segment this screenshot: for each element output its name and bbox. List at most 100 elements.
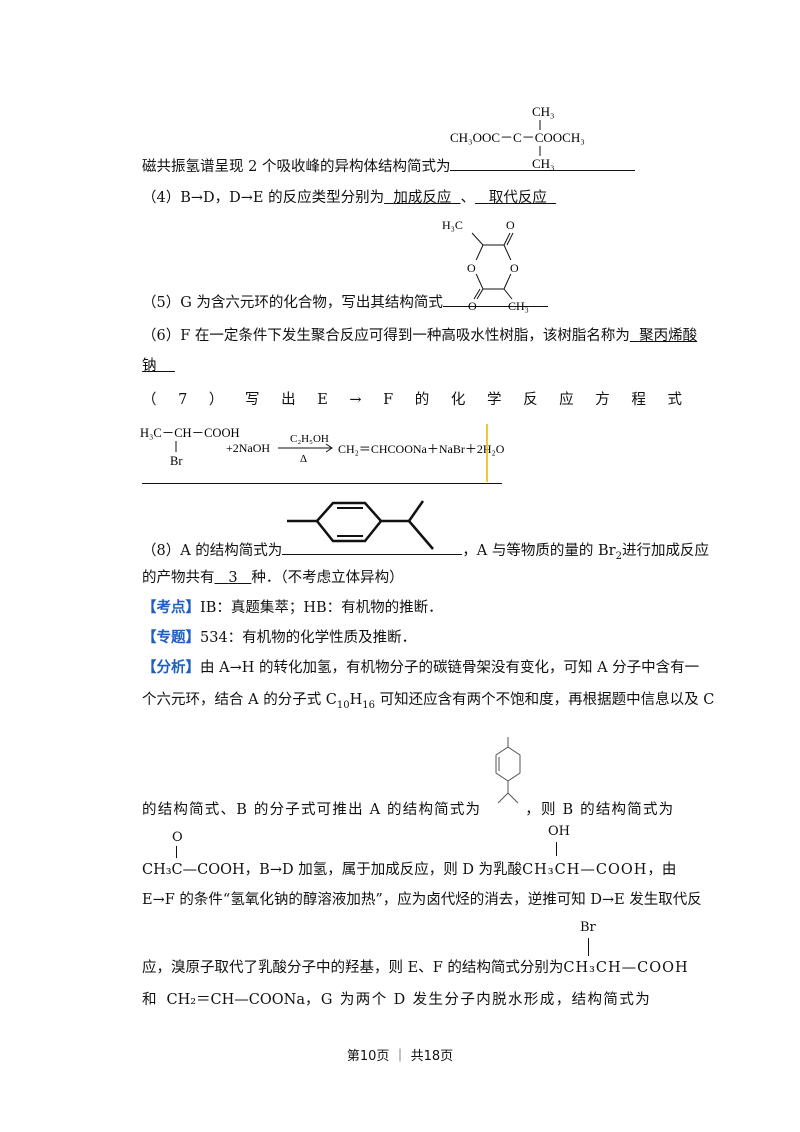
q7-cond-bottom: Δ (300, 453, 307, 465)
q5-structure: H₃C O O O O CH₃ (442, 218, 529, 313)
fenxi-l2s2: 16 (362, 699, 376, 711)
q7-char: 应 (559, 392, 574, 408)
fenxi-l2s1: 10 (336, 699, 350, 711)
q5-o3: O (510, 261, 519, 275)
fenxi-l2a: 个六元环，结合 A 的分子式 C (142, 692, 337, 708)
lactic-struct: CH₃CH—COOH (522, 862, 648, 878)
q4-answer1: 加成反应 (393, 190, 452, 206)
q3-answer-blank (450, 156, 636, 171)
q7-char: 7 (178, 392, 188, 408)
fenxi-l2c: 可知还应含有两个不饱和度，再根据题中信息以及 C (375, 692, 715, 708)
q7-answer-underline (142, 483, 502, 484)
q7-char: 出 (281, 392, 296, 408)
q7-char: （ (142, 392, 157, 408)
fenxi-line1: 【分析】由 A→H 的转化加氢，有机物分子的碳链骨架没有变化，可知 A 分子中含… (142, 658, 699, 678)
q5-h3c: H₃C (442, 218, 463, 232)
page-footer: 第10页 ｜ 共18页 (346, 1049, 454, 1064)
q7-br: Br (170, 454, 183, 468)
q7-char: 方 (595, 392, 610, 408)
q6-text: （6）F 在一定条件下发生聚合反应可得到一种高吸水性树脂，该树脂名称为 (142, 328, 630, 344)
q7-cond-top: C₂H₅OH (290, 433, 329, 445)
q7-reactant: H₃C－CH－COOH (140, 426, 240, 440)
fenxi-line4: CH₃C—COOH，B→D 加氢，属于加成反应，则 D 为乳酸CH₃CH—COO… (142, 860, 676, 880)
q8-sub: 2 (615, 550, 622, 562)
q8-suffix: 进行加成反应 (621, 543, 709, 559)
q7-char: 式 (667, 392, 682, 408)
q5-line: （5）G 为含六元环的化合物，写出其结构简式 (142, 292, 548, 313)
q3-structure: CH₃ CH₃OOC－C－COOCH₃ CH₃ (450, 104, 585, 170)
fenxi-line5: E→F 的条件“氢氧化钠的醇溶液加热”，应为卤代烃的消去，逆推可知 D→E 发生… (142, 890, 702, 910)
fenxi-l5: E→F 的条件“氢氧化钠的醇溶液加热”，应为卤代烃的消去，逆推可知 D→E 发生… (142, 892, 702, 908)
fenxi-line7: 和 CH₂＝CH—COONa，G 为两个 D 发生分子内脱水形成，结构简式为 (142, 990, 651, 1010)
e-struct: CH₃CH—COOH (563, 960, 689, 976)
fenxi-l7a: 和 (142, 992, 157, 1008)
zhuanti-label: 【专题】 (142, 629, 200, 646)
q8-line: （8）A 的结构简式为 ，A 与等物质的量的 Br2进行加成反应 (142, 540, 709, 567)
pyruvic-bond (176, 846, 177, 858)
q4-sep: 、 (460, 190, 476, 206)
q6-line: （6）F 在一定条件下发生聚合反应可得到一种高吸水性树脂，该树脂名称为 聚丙烯酸 (142, 326, 697, 346)
q6-line2: 钠 (142, 356, 175, 376)
zhuanti-text: 534：有机物的化学性质及推断． (200, 630, 417, 646)
q8-mid: ，A 与等物质的量的 Br (462, 543, 616, 559)
fenxi-label: 【分析】 (142, 659, 200, 676)
q8-answer: 3 (228, 570, 238, 586)
q3-line: 磁共振氢谱呈现 2 个吸收峰的异构体结构简式为 (142, 156, 636, 177)
q3-struct-top: CH₃ (532, 104, 555, 119)
lactic-bond (556, 842, 557, 856)
fenxi-line6: 应，溴原子取代了乳酸分子中的羟基，则 E、F 的结构简式分别为CH₃CH—COO… (142, 958, 689, 978)
fenxi-l4a: ，B→D 加氢，属于加成反应，则 D 为乳酸 (244, 862, 523, 878)
fenxi-l2b: H (349, 692, 363, 708)
e-br: Br (580, 920, 596, 935)
fenxi-l3b: ，则 B 的结构简式为 (525, 802, 675, 818)
q7-char: 写 (245, 392, 260, 408)
q5-answer-blank (442, 292, 548, 307)
q7-char: 反 (523, 392, 538, 408)
fenxi-l7b: ，G 为两个 D 发生分子内脱水形成，结构简式为 (305, 992, 652, 1008)
fenxi-l6a: 应，溴原子取代了乳酸分子中的羟基，则 E、F 的结构简式分别为 (142, 960, 564, 976)
kaodian-text: IB：真题集萃；HB：有机物的推断． (200, 600, 443, 616)
q7-char: 程 (631, 392, 646, 408)
q7-char: 的 (414, 392, 430, 408)
q5-o2: O (467, 261, 476, 275)
q7-line: （ 7 ） 写 出 E → F 的 化 学 反 应 方 程 式 (142, 390, 682, 410)
q7-char: E (317, 392, 328, 408)
fenxi-l3a: 的结构简式、B 的分子式可推出 A 的结构简式为 (142, 802, 482, 818)
q3-text: 磁共振氢谱呈现 2 个吸收峰的异构体结构简式为 (142, 159, 451, 175)
q4-line: （4）B→D，D→E 的反应类型分别为 加成反应 、 取代反应 (142, 188, 556, 208)
pyruvic-struct: CH₃C—COOH (142, 862, 245, 878)
q8-line2: 的产物共有 3 种．（不考虑立体异构） (142, 568, 404, 588)
q8-line2a: 的产物共有 (142, 570, 215, 586)
q8-prefix: （8）A 的结构简式为 (142, 543, 283, 559)
pyruvic-o: O (172, 830, 183, 845)
fenxi-line2: 个六元环，结合 A 的分子式 C10H16 可知还应含有两个不饱和度，再根据题中… (142, 690, 714, 716)
q6-answer-b: 钠 (142, 358, 157, 374)
q5-text: （5）G 为含六元环的化合物，写出其结构简式 (142, 295, 443, 311)
lactic-oh: OH (548, 824, 570, 839)
q3-struct-mid: CH₃OOC－C－COOCH₃ (450, 130, 585, 145)
kaodian-label: 【考点】 (142, 599, 200, 616)
q7-char: 学 (486, 392, 502, 408)
fenxi-a-structure (495, 737, 521, 804)
q7-char: F (383, 392, 394, 408)
q3-struct-bottom: CH₃ (532, 156, 555, 170)
q7-char: ） (208, 392, 224, 408)
q7-naoh: +2NaOH (226, 441, 270, 455)
q7-char: 化 (450, 392, 466, 408)
q8-line2b: 种．（不考虑立体异构） (251, 570, 404, 586)
q7-product: CH₂＝CHCOONa＋NaBr＋2H₂O (338, 442, 505, 456)
kaodian-line: 【考点】IB：真题集萃；HB：有机物的推断． (142, 598, 443, 618)
q4-answer2: 取代反应 (488, 190, 547, 206)
q8-structure (287, 500, 434, 550)
zhuanti-line: 【专题】534：有机物的化学性质及推断． (142, 628, 416, 648)
q5-o1: O (506, 218, 515, 232)
q6-answer-a: 聚丙烯酸 (639, 328, 698, 344)
q4-prefix: （4）B→D，D→E 的反应类型分别为 (142, 190, 385, 206)
e-bond (588, 938, 589, 956)
fenxi-l1: 由 A→H 的转化加氢，有机物分子的碳链骨架没有变化，可知 A 分子中含有一 (200, 660, 700, 676)
q7-char: → (349, 392, 362, 408)
f-struct: CH₂＝CH—COONa (166, 992, 306, 1008)
fenxi-line3: 的结构简式、B 的分子式可推出 A 的结构简式为 ，则 B 的结构简式为 (142, 800, 674, 820)
q8-answer-blank (282, 540, 463, 555)
q7-equation: H₃C－CH－COOH Br +2NaOH C₂H₅OH Δ CH₂＝CHCOO… (140, 424, 505, 482)
